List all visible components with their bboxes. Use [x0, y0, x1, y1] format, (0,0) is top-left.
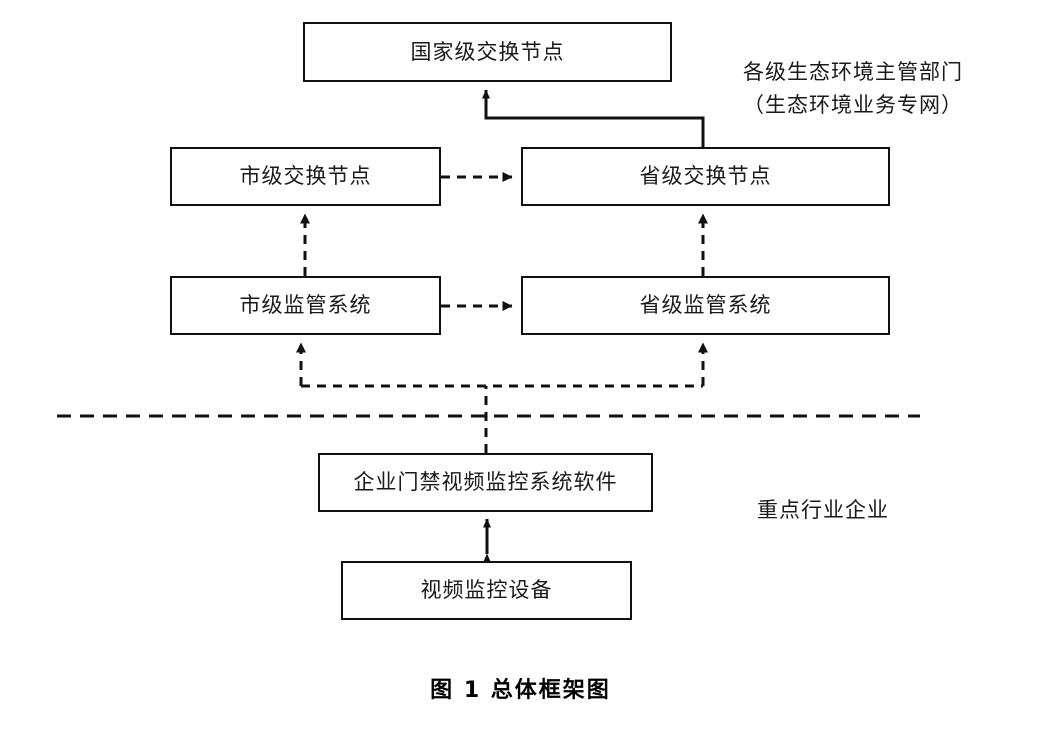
node-province-exchange-label: 省级交换节点	[639, 164, 772, 188]
node-national-exchange[interactable]: 国家级交换节点	[303, 22, 672, 82]
edge-province-exchange-to-national-exchange	[482, 89, 705, 147]
node-enterprise-software-label: 企业门禁视频监控系统软件	[353, 470, 618, 494]
node-video-device[interactable]: 视频监控设备	[341, 561, 632, 620]
lower-zone-label-text: 重点行业企业	[757, 498, 889, 522]
upper-zone-label-line2: （生态环境业务专网）	[743, 92, 963, 117]
node-city-system-label: 市级监管系统	[239, 293, 372, 317]
node-city-exchange-label: 市级交换节点	[239, 164, 372, 188]
upper-zone-label-line1: 各级生态环境主管部门	[743, 60, 963, 84]
node-national-exchange-label: 国家级交换节点	[410, 39, 565, 64]
edge-enterprise-software-to-systems	[296, 342, 708, 453]
lower-zone-label: 重点行业企业	[757, 494, 889, 527]
node-city-system[interactable]: 市级监管系统	[170, 276, 441, 335]
node-city-exchange[interactable]: 市级交换节点	[170, 147, 441, 206]
node-province-system[interactable]: 省级监管系统	[521, 276, 890, 335]
node-province-system-label: 省级监管系统	[639, 293, 772, 317]
node-province-exchange[interactable]: 省级交换节点	[521, 147, 890, 206]
figure-caption: 图 1 总体框架图	[430, 678, 611, 703]
node-video-device-label: 视频监控设备	[420, 578, 553, 602]
upper-zone-label: 各级生态环境主管部门 （生态环境业务专网）	[743, 56, 963, 121]
node-enterprise-software[interactable]: 企业门禁视频监控系统软件	[318, 453, 653, 512]
